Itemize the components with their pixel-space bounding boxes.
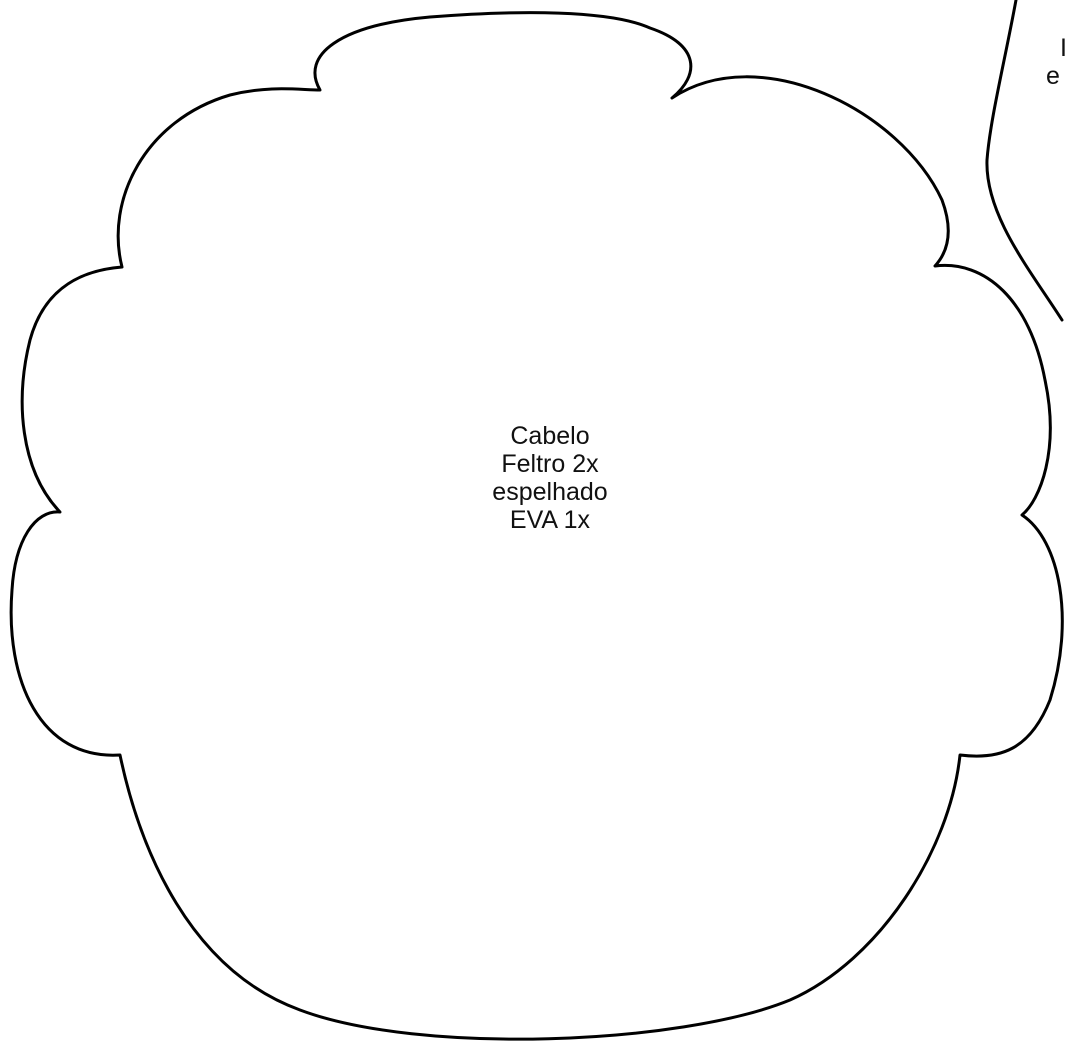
edge-piece-label: I e (1030, 34, 1066, 90)
edge-piece-outline (985, 0, 1064, 322)
label-line-2: Feltro 2x (501, 450, 599, 478)
label-line-1: Cabelo (510, 422, 590, 450)
label-line-4: EVA 1x (509, 506, 591, 534)
edge-label-line-2: e (1046, 62, 1060, 90)
edge-label-line-1: I (1060, 34, 1066, 62)
hair-pattern-outline (9, 11, 1064, 1041)
hair-pattern-label: Cabelo Feltro 2x espelhado EVA 1x (400, 422, 700, 534)
label-line-3: espelhado (492, 478, 608, 506)
